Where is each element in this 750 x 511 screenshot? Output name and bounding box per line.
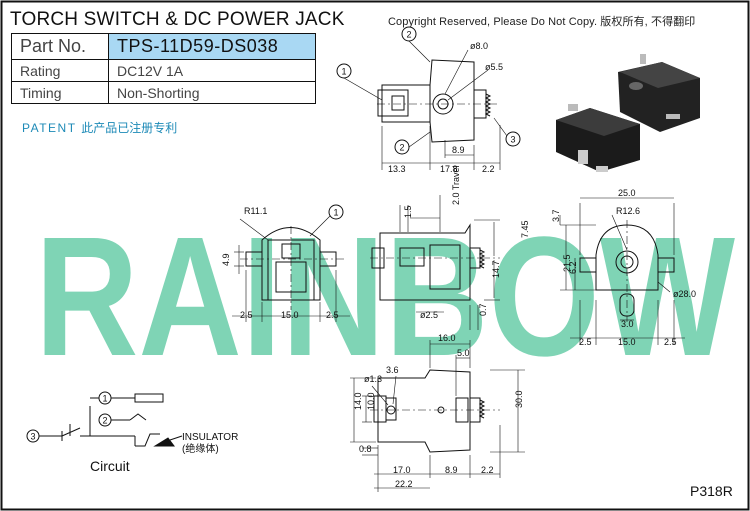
bottom-view — [350, 340, 525, 492]
circuit-diagram — [26, 391, 183, 447]
callout-1-circuit: 1 — [102, 394, 107, 404]
front-view-labels: R11.1 4.9 15.0 2.5 2.5 — [221, 206, 339, 320]
dim-label: 3.7 — [551, 209, 561, 222]
side-view-labels: 1.5 2.0 Travel 7.45 14.7 ø2.5 0.7 — [403, 165, 530, 320]
timing-label: Timing — [11, 81, 109, 104]
dim-label: ø2.5 — [420, 310, 438, 320]
callout-3-circuit: 3 — [30, 432, 35, 442]
dim-label: ø5.5 — [485, 62, 503, 72]
callout-circles — [309, 26, 521, 237]
dim-label: 15.0 — [281, 310, 299, 320]
watermark-text: RAINBOW — [35, 202, 735, 392]
top-view — [377, 49, 501, 170]
timing-value: Non-Shorting — [108, 81, 316, 104]
dim-label: 17.0 — [393, 465, 411, 475]
part-no-label: Part No. — [11, 33, 109, 60]
top-view-labels: ø8.0 ø5.5 13.3 17.8 8.9 2.2 — [388, 41, 503, 174]
front-view — [232, 218, 350, 322]
dim-label: 2.5 — [664, 337, 677, 347]
callout-1: 1 — [341, 67, 346, 77]
dim-label: 4.9 — [221, 253, 231, 266]
dim-label: 21.5 — [562, 254, 572, 272]
dim-label: 2.2 — [481, 465, 494, 475]
dim-label: 17.8 — [440, 164, 458, 174]
dim-label: 1.5 — [403, 205, 413, 218]
spec-table: Part No. TPS-11D59-DS038 Rating DC12V 1A… — [11, 33, 316, 104]
dim-label: 16.0 — [438, 333, 456, 343]
dim-label: 8.9 — [452, 145, 465, 155]
copyright-notice: Copyright Reserved, Please Do Not Copy. … — [388, 16, 696, 28]
dim-label: 14.7 — [491, 260, 501, 278]
circuit-callouts: 3 1 2 — [30, 394, 107, 442]
dim-label: 30.0 — [514, 390, 524, 408]
callout-numbers: 1 2 2 3 1 — [333, 30, 515, 218]
dim-label: ø28.0 — [673, 289, 696, 299]
dim-label: 7.45 — [520, 220, 530, 238]
table-row: Timing Non-Shorting — [11, 81, 316, 104]
bottom-view-labels: 16.0 5.0 ø1.3 3.6 14.0 10.0 0.8 30.0 17.… — [353, 333, 524, 489]
dim-label: ø1.3 — [364, 374, 382, 384]
patent-note: PATENT 此产品已注册专利 — [22, 119, 177, 136]
dim-label: 5.0 — [457, 348, 470, 358]
rating-label: Rating — [11, 59, 109, 82]
dim-label: 22.2 — [395, 479, 413, 489]
patent-cn: 此产品已注册专利 — [81, 121, 178, 135]
dim-label: R11.1 — [244, 206, 267, 216]
dim-label: 2.5 — [240, 310, 253, 320]
dim-label: 8.9 — [445, 465, 458, 475]
dim-label: 15.0 — [618, 337, 636, 347]
side-view — [370, 195, 500, 330]
dim-label: 25.0 — [618, 188, 636, 198]
callout-2: 2 — [406, 30, 411, 40]
callout-1b: 1 — [333, 208, 338, 218]
product-photo — [556, 54, 700, 172]
table-row: Rating DC12V 1A — [11, 59, 316, 82]
callout-2b: 2 — [399, 143, 404, 153]
dim-label: 14.0 — [353, 392, 363, 410]
dim-label: ø8.0 — [470, 41, 488, 51]
insulator-cn: (绝缘体) — [182, 444, 219, 455]
dim-label: 2.2 — [482, 164, 495, 174]
dim-label: 0.8 — [359, 444, 372, 454]
dim-label: R12.6 — [616, 206, 640, 216]
dim-label: 3.0 — [621, 319, 634, 329]
dim-label: 13.3 — [388, 164, 406, 174]
callout-2-circuit: 2 — [102, 416, 107, 426]
dim-label: 2.5 — [326, 310, 339, 320]
page-code: P318R — [690, 483, 733, 499]
rear-view-labels: 25.0 R12.6 3.7 21.5 6.2 ø28.0 3.0 2.5 15… — [551, 188, 696, 347]
insulator-label: INSULATOR (绝缘体) — [182, 432, 238, 456]
document-title: TORCH SWITCH & DC POWER JACK — [10, 9, 345, 30]
dim-label: 0.7 — [478, 303, 488, 316]
callout-3: 3 — [510, 135, 515, 145]
dim-label: 2.5 — [579, 337, 592, 347]
dim-label: 2.0 Travel — [451, 165, 461, 205]
rating-value: DC12V 1A — [108, 59, 316, 82]
dim-label: 10.0 — [366, 392, 376, 410]
rear-view — [559, 197, 685, 345]
dim-label: 6.2 — [568, 261, 578, 274]
insulator-en: INSULATOR — [182, 432, 239, 443]
circuit-label: Circuit — [90, 458, 130, 474]
patent-en: PATENT — [22, 121, 77, 135]
dim-label: 3.6 — [386, 365, 399, 375]
